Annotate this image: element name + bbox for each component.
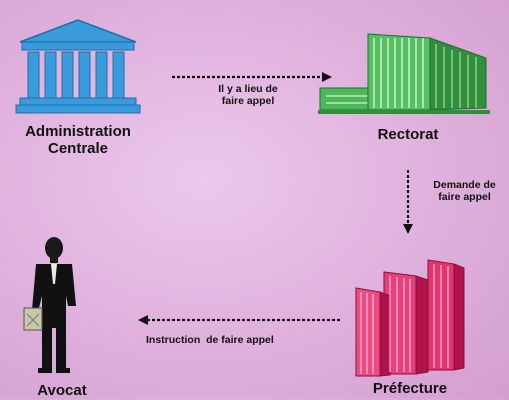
tower-blocks-icon <box>355 259 465 377</box>
prefecture-label: Préfecture <box>372 380 448 397</box>
edge-label-rectorat-prefecture: Demande de faire appel <box>420 179 509 204</box>
edge-label-3-line1: Instruction de faire appel <box>146 334 274 346</box>
lawyer-icon <box>23 237 76 373</box>
admin-label-line1: Administration <box>25 123 131 140</box>
edge-label-1-line1: Il y a lieu de <box>218 83 278 95</box>
edge-label-admin-rectorat: Il y a lieu de faire appel <box>188 83 308 108</box>
edge-label-2-line1: Demande de <box>433 179 496 191</box>
avocat-label: Avocat <box>37 382 87 399</box>
edge-label-1-line2: faire appel <box>221 94 275 107</box>
briefcase-icon <box>23 307 43 331</box>
edge-label-prefecture-avocat: Instruction de faire appel <box>146 334 346 347</box>
rectorat-label: Rectorat <box>377 126 439 143</box>
office-building-icon <box>318 33 490 114</box>
admin-label-line2: Centrale <box>47 139 109 157</box>
building-columns-icon <box>15 19 141 114</box>
admin-label: Administration Centrale <box>14 123 142 158</box>
edge-label-2-line2: faire appel <box>438 190 491 203</box>
